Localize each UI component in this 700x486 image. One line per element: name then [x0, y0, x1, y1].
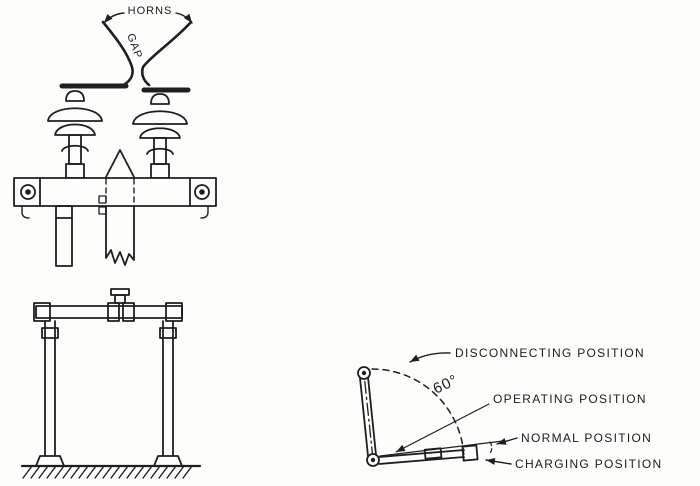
normal-position-line — [379, 440, 504, 457]
operating-leader — [395, 403, 490, 453]
horizontal-arm — [378, 444, 479, 465]
horn-gap-assembly: HORNS GAP — [13, 5, 217, 479]
charging-position-label: CHARGING POSITION — [515, 457, 662, 471]
crossarm-beam — [13, 177, 217, 219]
centerline — [363, 373, 374, 460]
travel-arc — [371, 368, 465, 462]
support-stand — [33, 288, 183, 467]
support-post — [55, 205, 73, 267]
stand-foot-right — [153, 455, 183, 467]
normal-position-label: NORMAL POSITION — [521, 431, 652, 445]
horns-leader-left — [103, 12, 125, 24]
ground-hatching — [20, 464, 202, 479]
left-insulator — [47, 90, 103, 179]
angle-label: 60° — [431, 371, 461, 397]
stand-foot-left — [35, 455, 65, 467]
right-insulator — [132, 93, 188, 179]
switch-blade — [98, 149, 135, 266]
horns-leader-right — [175, 12, 193, 24]
disconnecting-leader — [409, 352, 451, 363]
pivot — [366, 453, 380, 467]
operating-position-label: OPERATING POSITION — [493, 392, 647, 406]
normal-leader — [496, 437, 518, 445]
charging-leader — [485, 457, 512, 465]
horn-left — [101, 20, 134, 86]
vertical-arm — [357, 366, 377, 457]
horns-label: HORNS — [128, 5, 173, 17]
position-quadrant-diagram: DISCONNECTING POSITION 60° OPERATING POS… — [357, 346, 662, 471]
horn-right — [140, 20, 193, 87]
disconnecting-position-label: DISCONNECTING POSITION — [455, 346, 645, 360]
bolt-hole — [98, 206, 107, 215]
small-angle-arc — [488, 441, 493, 456]
bolt-hole — [98, 195, 107, 204]
